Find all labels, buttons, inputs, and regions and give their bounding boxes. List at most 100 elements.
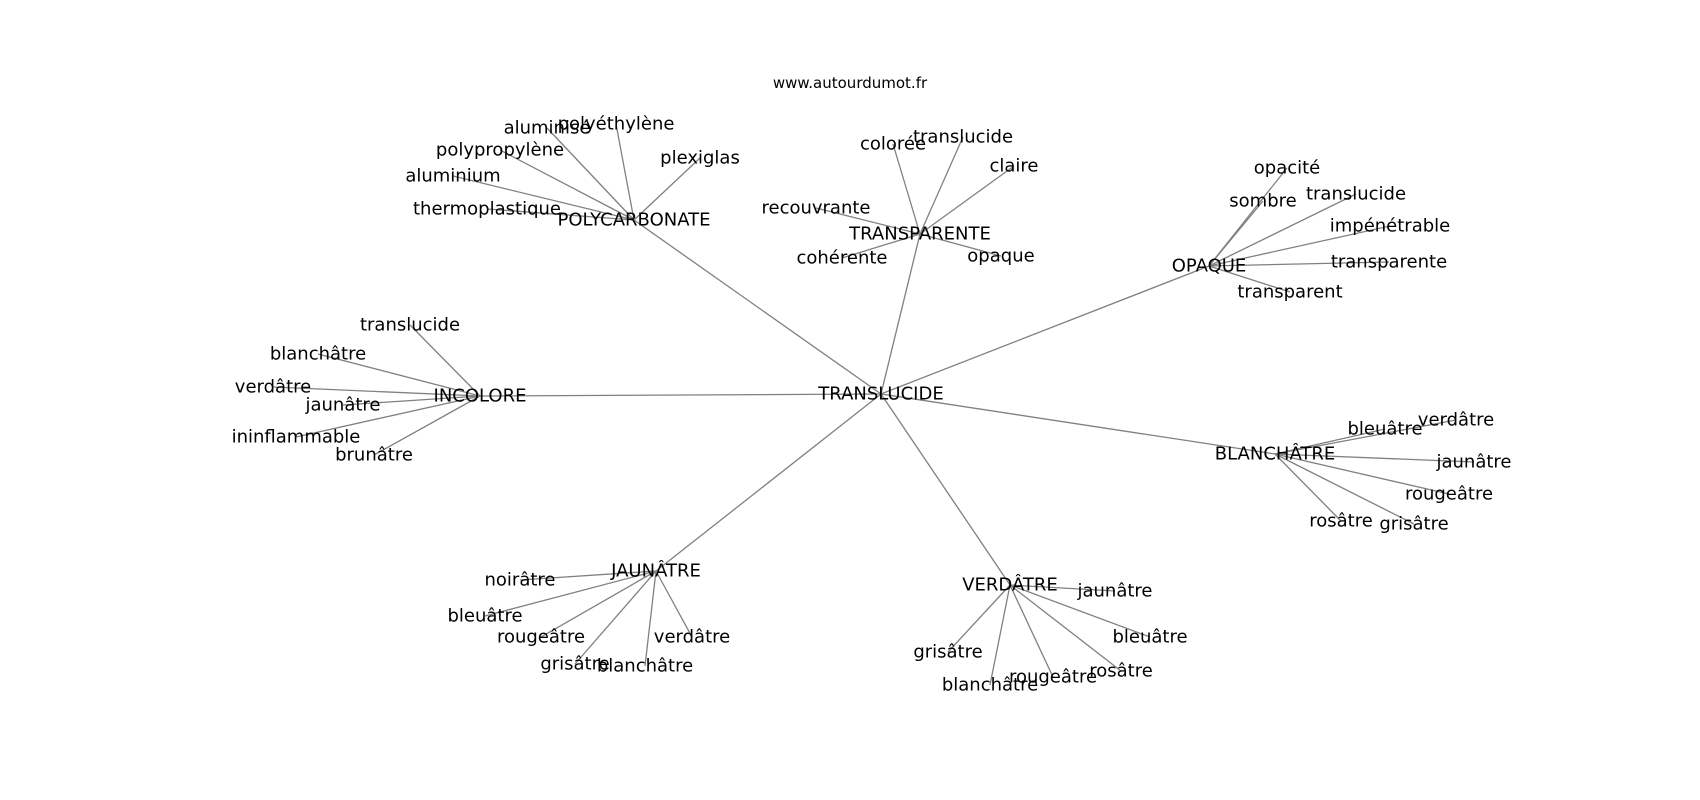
node-jaunatre-grisatre: grisâtre [540,654,609,675]
node-verdatre-jaunatre: jaunâtre [1076,581,1152,602]
edge-jaunatre-bleuatre [484,570,657,617]
node-verdatre: VERDÂTRE [962,574,1058,596]
node-blanchatre-jaunatre: jaunâtre [1435,452,1511,473]
edge-jaunatre-grisatre [574,570,657,665]
edge-transparente-translucide [919,136,964,235]
edge-blanchatre-jaunatre [1274,453,1475,463]
node-transparente-coloree: colorée [860,134,926,155]
edge-blanchatre-verdatre [1274,419,1457,455]
node-labels: TRANSLUCIDE POLYCARBONATE aluminisépolyéth… [232,114,1512,696]
edge-incolore-translucide [409,324,481,397]
edge-jaunatre-verdatre [655,570,693,638]
node-opaque-transparent: transparent [1237,282,1342,303]
edges [272,123,1475,686]
edge-polycarbonate-polyethylene [615,123,635,221]
edge-blanchatre-rougeatre [1274,453,1450,495]
node-jaunatre-bleuatre: bleuâtre [447,606,522,627]
node-jaunatre-rougeatre: rougeâtre [497,627,585,648]
node-transparente-recouvrante: recouvrante [761,198,870,219]
node-blanchatre-grisatre: grisâtre [1379,514,1448,535]
node-polycarbonate-aluminium: aluminium [405,166,500,187]
node-incolore-verdatre: verdâtre [235,377,311,398]
edge-verdatre-blanchatre [989,584,1011,686]
node-polycarbonate: POLYCARBONATE [557,210,710,231]
node-polycarbonate-plexiglas: plexiglas [660,148,740,169]
node-verdatre-rougeatre: rougeâtre [1009,667,1097,688]
edge-verdatre-bleuatre [1009,584,1151,638]
watermark: www.autourdumot.fr [773,74,928,92]
node-jaunatre-verdatre: verdâtre [654,627,730,648]
node-polycarbonate-polyethylene: polyéthylène [558,114,675,135]
node-incolore-ininflammable: ininflammable [232,427,361,448]
node-polycarbonate-aluminise: aluminisé [504,118,591,139]
edge-polycarbonate-aluminium [452,175,635,221]
node-verdatre-blanchatre: blanchâtre [942,675,1038,696]
edge-opaque-sombre [1208,200,1264,267]
node-verdatre-rosatre: rosâtre [1089,661,1153,682]
node-jaunatre-blanchatre: blanchâtre [597,656,693,677]
edge-blanchatre-grisatre [1274,453,1415,525]
edge-opaque-transparent [1208,265,1291,293]
edge-incolore-verdatre [272,386,481,397]
node-opaque-sombre: sombre [1229,191,1296,212]
edge-opaque-transparente [1208,261,1390,267]
edge-opaque-impenetrable [1208,225,1391,267]
node-transparente-claire: claire [989,156,1038,177]
edge-incolore-jaunatre [342,395,481,406]
edge-polycarbonate-aluminise [546,127,635,221]
edge-transparente-opaque [919,233,1002,257]
edge-verdatre-rougeatre [1009,584,1054,678]
node-polycarbonate-thermoplastique: thermoplastique [413,199,561,220]
edge-jaunatre-rougeatre [540,570,657,638]
node-jaunatre-noiratre: noirâtre [485,570,556,591]
edge-verdatre-jaunatre [1009,584,1116,592]
node-transparente: TRANSPARENTE [848,224,991,245]
edge-jaunatre-noiratre [519,570,657,581]
node-polycarbonate-polypropylene: polypropylène [436,140,564,161]
node-incolore: INCOLORE [434,386,527,407]
edge-center-polycarbonate [633,219,882,395]
edge-center-jaunatre [655,393,882,572]
node-jaunatre: JAUNÂTRE [610,560,701,582]
edge-incolore-brunatre [373,395,481,456]
node-incolore-jaunatre: jaunâtre [304,395,380,416]
edge-transparente-coloree [892,143,921,235]
edge-incolore-ininflammable [295,395,481,438]
node-translucide: TRANSLUCIDE [817,384,943,405]
edge-center-incolore [479,393,882,397]
node-transparente-translucide: translucide [913,127,1013,148]
node-opaque: OPAQUE [1172,256,1247,277]
edge-transparente-claire [919,165,1015,235]
edge-polycarbonate-thermoplastique [486,208,635,221]
node-verdatre-grisatre: grisâtre [913,642,982,663]
edge-polycarbonate-plexiglas [633,157,701,221]
edge-incolore-blanchatre [317,353,481,397]
node-opaque-opacite: opacité [1254,158,1321,179]
node-opaque-translucide: translucide [1306,184,1406,205]
node-blanchatre-rosatre: rosâtre [1309,511,1373,532]
node-transparente-opaque: opaque [967,246,1034,267]
node-incolore-translucide: translucide [360,315,460,336]
edge-transparente-recouvrante [815,207,921,235]
edge-center-blanchatre [880,393,1276,455]
node-blanchatre-bleuatre: bleuâtre [1347,419,1422,440]
node-incolore-blanchatre: blanchâtre [270,344,366,365]
node-incolore-brunatre: brunâtre [335,445,413,466]
node-opaque-impenetrable: impénétrable [1330,216,1451,237]
edge-verdatre-rosatre [1009,584,1122,672]
edge-blanchatre-bleuatre [1274,428,1386,455]
edge-transparente-coherente [841,233,921,259]
node-blanchatre-rougeatre: rougeâtre [1405,484,1493,505]
edge-center-opaque [880,265,1210,395]
node-verdatre-bleuatre: bleuâtre [1112,627,1187,648]
node-transparente-coherente: cohérente [796,248,887,269]
edge-polycarbonate-polypropylene [499,149,635,221]
edge-jaunatre-blanchatre [644,570,657,667]
node-opaque-transparente: transparente [1331,252,1447,273]
edge-blanchatre-rosatre [1274,453,1342,522]
edge-verdatre-grisatre [947,584,1011,653]
edge-opaque-translucide [1208,193,1357,267]
edge-center-transparente [880,233,921,395]
node-blanchatre: BLANCHÂTRE [1215,443,1335,465]
